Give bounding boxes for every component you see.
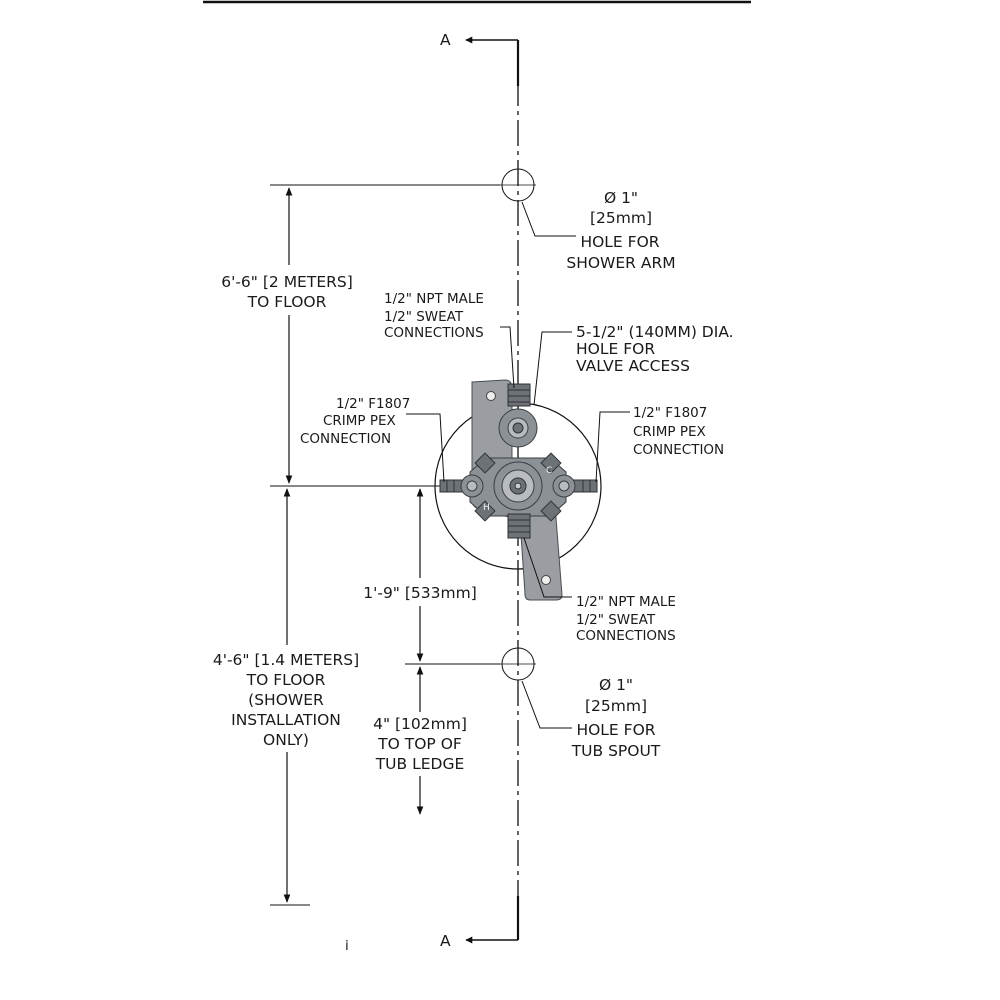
dimension-tub-ledge: 4" [102mm] TO TOP OF TUB LEDGE [373, 666, 467, 815]
tub-spout-metric: [25mm] [585, 697, 647, 715]
bottom-conn-line1: 1/2" NPT MALE [576, 594, 676, 610]
callout-shower-arm: Ø 1" [25mm] HOLE FOR SHOWER ARM [521, 189, 676, 272]
left-pex-line1: 1/2" F1807 [336, 396, 410, 412]
bottom-conn-line3: CONNECTIONS [576, 628, 676, 644]
tub-spout-line1: HOLE FOR [576, 721, 655, 739]
tub-spout-hole [500, 647, 536, 681]
dim-shower-floor-line1: 6'-6" [2 METERS] [221, 273, 353, 291]
shower-arm-line2: SHOWER ARM [566, 254, 675, 272]
valve-body: H C [439, 379, 598, 601]
right-pex-line3: CONNECTION [633, 442, 724, 458]
section-label-bottom: A [440, 932, 451, 950]
bottom-conn-line2: 1/2" SWEAT [576, 612, 656, 628]
dim-tub-ledge-line1: 4" [102mm] [373, 715, 467, 733]
left-pex-line2: CRIMP PEX [323, 413, 396, 429]
callout-top-connection: 1/2" NPT MALE 1/2" SWEAT CONNECTIONS [384, 291, 515, 389]
dimension-shower-to-floor: 6'-6" [2 METERS] TO FLOOR [221, 187, 353, 484]
section-marker-top: A [440, 31, 520, 86]
tub-spout-line2: TUB SPOUT [571, 742, 661, 760]
shower-arm-metric: [25mm] [590, 209, 652, 227]
access-line1: 5-1/2" (140MM) DIA. [576, 323, 734, 341]
callout-access-hole: 5-1/2" (140MM) DIA. HOLE FOR VALVE ACCES… [533, 323, 734, 406]
dim-valve-floor-line1: 4'-6" [1.4 METERS] [213, 651, 359, 669]
stray-mark: i [345, 938, 349, 954]
callout-right-pex: 1/2" F1807 CRIMP PEX CONNECTION [595, 405, 724, 483]
cold-mark: C [546, 466, 552, 476]
dim-valve-floor-line3: (SHOWER [248, 691, 324, 709]
dim-valve-spout-label: 1'-9" [533mm] [363, 584, 477, 602]
top-conn-line1: 1/2" NPT MALE [384, 291, 484, 307]
section-label-top: A [440, 31, 451, 49]
section-marker-bottom: A [440, 896, 520, 950]
dim-shower-floor-line2: TO FLOOR [247, 293, 327, 311]
hot-mark: H [483, 503, 490, 513]
dimension-valve-to-floor: 4'-6" [1.4 METERS] TO FLOOR (SHOWER INST… [213, 488, 359, 903]
dim-valve-floor-line2: TO FLOOR [246, 671, 326, 689]
dim-valve-floor-line4: INSTALLATION [231, 711, 341, 729]
right-pex-line1: 1/2" F1807 [633, 405, 707, 421]
left-pex-line3: CONNECTION [300, 431, 391, 447]
shower-arm-line1: HOLE FOR [580, 233, 659, 251]
shower-arm-diameter: Ø 1" [604, 189, 638, 207]
access-line2: HOLE FOR [576, 340, 655, 358]
access-line3: VALVE ACCESS [576, 357, 690, 375]
dimension-valve-to-spout: 1'-9" [533mm] [363, 488, 477, 662]
top-conn-line2: 1/2" SWEAT [384, 309, 464, 325]
top-conn-line3: CONNECTIONS [384, 325, 484, 341]
dim-valve-floor-line5: ONLY) [263, 731, 309, 749]
dim-tub-ledge-line2: TO TOP OF [377, 735, 462, 753]
callout-left-pex: 1/2" F1807 CRIMP PEX CONNECTION [300, 396, 445, 483]
callout-bottom-connection: 1/2" NPT MALE 1/2" SWEAT CONNECTIONS [523, 537, 676, 644]
dim-tub-ledge-line3: TUB LEDGE [375, 755, 465, 773]
shower-arm-hole [500, 168, 536, 202]
callout-tub-spout: Ø 1" [25mm] HOLE FOR TUB SPOUT [521, 676, 661, 760]
tub-spout-diameter: Ø 1" [599, 676, 633, 694]
right-pex-line2: CRIMP PEX [633, 424, 706, 440]
